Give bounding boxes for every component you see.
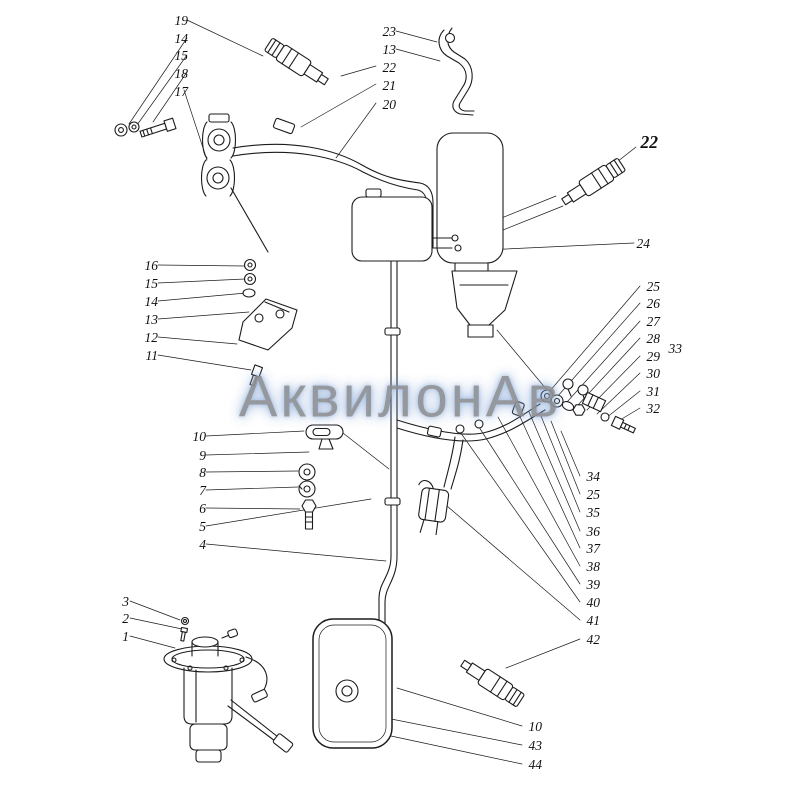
sensor-valve-top [264, 38, 329, 86]
part-number-label: 34 [586, 469, 601, 484]
washers-and-bolt-mid-left [298, 463, 317, 530]
part-number-label: 25 [586, 487, 601, 502]
part-number-label: 2 [122, 611, 129, 626]
part-number-label: 37 [586, 541, 601, 556]
fuel-tank-outline [312, 618, 393, 749]
fuel-filter-canister [436, 132, 518, 338]
washers-and-bolt-top-left [114, 117, 177, 138]
part-number-label: 14 [144, 294, 159, 309]
part-number-label: 18 [174, 66, 189, 81]
angle-bracket [238, 298, 298, 351]
pipe-clamp-item-10 [305, 424, 344, 450]
part-number-label: 39 [586, 577, 601, 592]
part-number-label: 16 [144, 258, 159, 273]
part-number-label: 19 [174, 13, 189, 28]
part-number-label: 5 [199, 519, 206, 534]
part-number-label: 22 [640, 132, 659, 152]
part-number-label: 13 [382, 42, 397, 57]
part-number-label: 29 [646, 349, 661, 364]
part-number-label: 3 [122, 594, 129, 609]
part-number-label: 9 [199, 448, 206, 463]
part-number-label: 24 [636, 236, 651, 251]
part-number-label: 25 [646, 279, 661, 294]
part-number-label: 26 [646, 296, 661, 311]
part-number-label: 36 [586, 524, 601, 539]
part-number-label: 13 [144, 312, 159, 327]
part-number-label: 44 [528, 757, 543, 772]
part-number-label: 40 [586, 595, 601, 610]
part-number-label: 38 [586, 559, 601, 574]
part-number-label: 21 [382, 78, 397, 93]
pipe-clamp-bracket [200, 113, 269, 253]
sensor-right [561, 158, 626, 206]
part-number-label: 8 [199, 465, 206, 480]
part-number-label: 28 [646, 331, 661, 346]
mounting-strap-bracket [438, 27, 475, 116]
part-number-label: 7 [199, 483, 206, 498]
part-number-label: 6 [199, 501, 206, 516]
bolt-item-11 [249, 364, 264, 387]
washer-stack-left [242, 258, 257, 298]
fuel-pump-module [163, 628, 294, 763]
electrical-connector [418, 479, 450, 536]
part-number-label: 41 [586, 613, 601, 628]
part-number-label: 35 [586, 505, 601, 520]
sensor-bottom-right [460, 659, 525, 707]
hose-fitting-cluster [455, 378, 636, 434]
part-number-label: 31 [646, 384, 661, 399]
part-number-label: 15 [174, 48, 189, 63]
part-number-label: 1 [122, 629, 129, 644]
part-number-label: 10 [528, 719, 543, 734]
vapor-canister-box [351, 188, 462, 262]
part-number-label: 30 [646, 366, 661, 381]
part-number-label: 11 [145, 348, 159, 363]
part-number-label: 43 [528, 738, 543, 753]
part-number-label: 17 [174, 84, 189, 99]
part-number-label: 32 [646, 401, 661, 416]
part-number-label: 15 [144, 276, 159, 291]
part-number-label: 10 [192, 429, 207, 444]
part-number-label: 4 [199, 537, 206, 552]
part-number-label: 33 [668, 341, 683, 356]
part-number-label: 20 [382, 97, 397, 112]
part-number-label: 23 [382, 24, 397, 39]
part-number-label: 12 [144, 330, 159, 345]
part-number-label: 42 [586, 632, 601, 647]
part-number-label: 27 [646, 314, 661, 329]
part-number-label: 14 [174, 31, 189, 46]
part-number-label: 22 [382, 60, 397, 75]
small-fasteners-bottom-left [180, 616, 190, 642]
